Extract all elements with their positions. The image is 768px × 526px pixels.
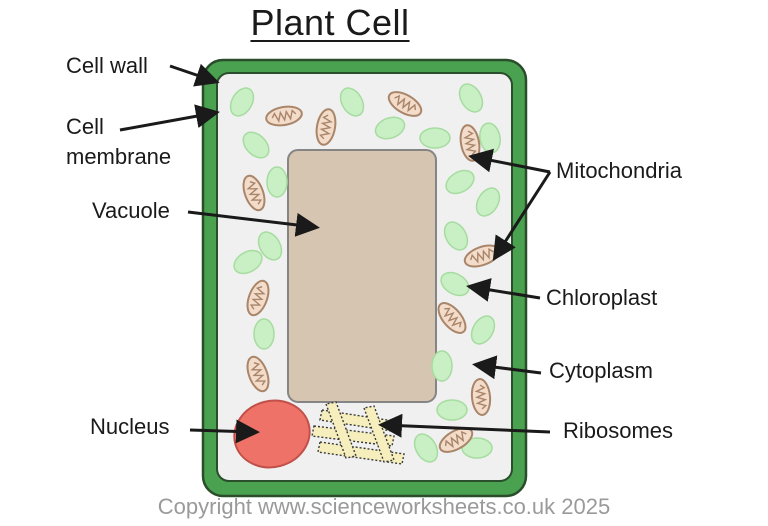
arrow-cell-membrane <box>119 104 220 132</box>
label-cell-membrane-line1: Cell <box>66 114 104 139</box>
page-title: Plant Cell <box>250 2 410 43</box>
vacuole <box>287 149 437 403</box>
label-cell-wall: Cell wall <box>66 53 148 78</box>
label-chloroplast: Chloroplast <box>546 285 658 310</box>
arrow-cell-wall <box>169 63 220 87</box>
arrow-cytoplasm <box>472 355 542 380</box>
label-arrows <box>119 63 552 444</box>
arrow-mitochondria-1 <box>468 148 551 174</box>
arrow-mitochondria-2 <box>492 171 552 262</box>
label-mitochondria: Mitochondria <box>556 158 682 183</box>
label-cell-membrane-line2: membrane <box>66 144 172 169</box>
copyright-text: Copyright www.scienceworksheets.co.uk 20… <box>157 494 611 519</box>
label-cytoplasm: Cytoplasm <box>549 358 653 383</box>
arrow-vacuole <box>187 210 320 237</box>
arrow-chloroplast <box>466 278 541 302</box>
label-vacuole: Vacuole <box>92 198 170 223</box>
arrow-nucleus <box>189 419 260 444</box>
label-ribosomes: Ribosomes <box>563 418 674 443</box>
label-nucleus: Nucleus <box>90 414 170 439</box>
nucleus <box>233 399 311 469</box>
arrow-ribosomes <box>378 413 551 438</box>
